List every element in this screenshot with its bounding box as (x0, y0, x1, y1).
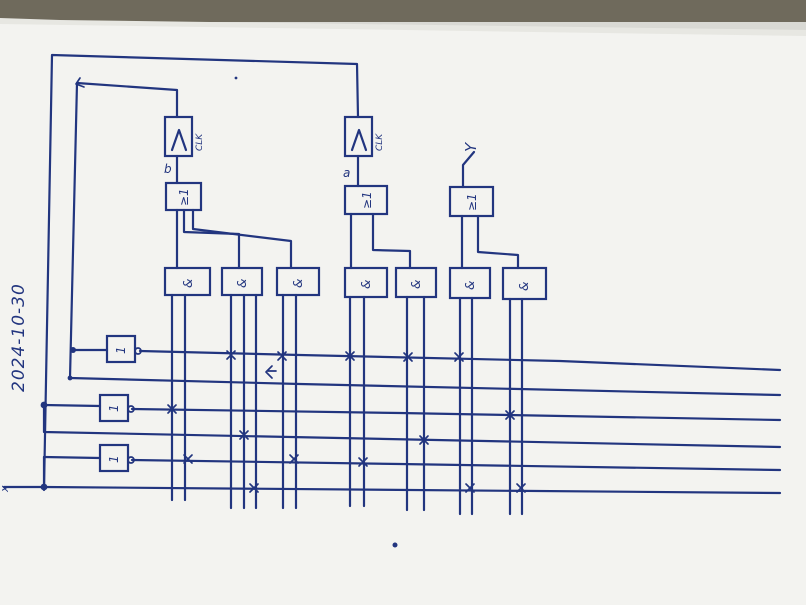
or-gate-a-label: ≥1 (360, 191, 374, 209)
flipflop-b-state-label: b (164, 162, 172, 176)
or-gate-b-label: ≥1 (177, 188, 191, 206)
inverter-x-label: 1 (107, 455, 121, 463)
or-gate-b: ≥1 (164, 181, 203, 212)
and-gate-7: & (501, 266, 548, 301)
inverter-b-label: 1 (114, 346, 128, 354)
and-gate-1-label: & (181, 279, 195, 288)
inverter-x: 1 (98, 443, 135, 473)
and-gate-2-label: & (235, 279, 249, 288)
input-x-label: x (0, 485, 11, 493)
date-text: 2024-10-30 (9, 283, 29, 392)
paper-shadow (0, 0, 806, 22)
and-gate-7-label: & (517, 282, 531, 291)
or-gate-a: ≥1 (343, 184, 389, 216)
flipflop-b: CLK b (163, 115, 205, 176)
and-gate-5: & (394, 266, 438, 299)
flipflop-b-clk-label: CLK (195, 133, 205, 151)
and-gate-3-label: & (291, 279, 305, 288)
and-gate-6-label: & (463, 281, 477, 290)
and-gate-4: & (343, 266, 389, 299)
wires (2, 53, 782, 516)
inverter-a-label: 1 (107, 404, 121, 412)
flipflop-a: CLK a (343, 115, 385, 180)
flipflop-a-state-label: a (343, 166, 350, 180)
connection-marks (167, 350, 526, 493)
and-gate-1: & (163, 266, 212, 297)
and-gate-6: & (448, 266, 492, 300)
flipflop-a-clk-label: CLK (375, 133, 385, 151)
paper-sheet (0, 20, 806, 605)
junction-dots (40, 347, 76, 491)
output-y-label: Y (462, 141, 480, 152)
inverter-a: 1 (98, 393, 135, 423)
and-gate-4-label: & (359, 280, 373, 289)
ink-specks (234, 76, 398, 548)
and-gate-3: & (275, 266, 321, 297)
inverter-b: 1 (105, 334, 142, 364)
paper-sheet-edge (0, 18, 806, 36)
or-gate-y: ≥1 (448, 185, 495, 218)
and-gate-2: & (220, 266, 264, 297)
or-gate-y-label: ≥1 (465, 193, 479, 211)
and-gate-5-label: & (409, 280, 423, 289)
